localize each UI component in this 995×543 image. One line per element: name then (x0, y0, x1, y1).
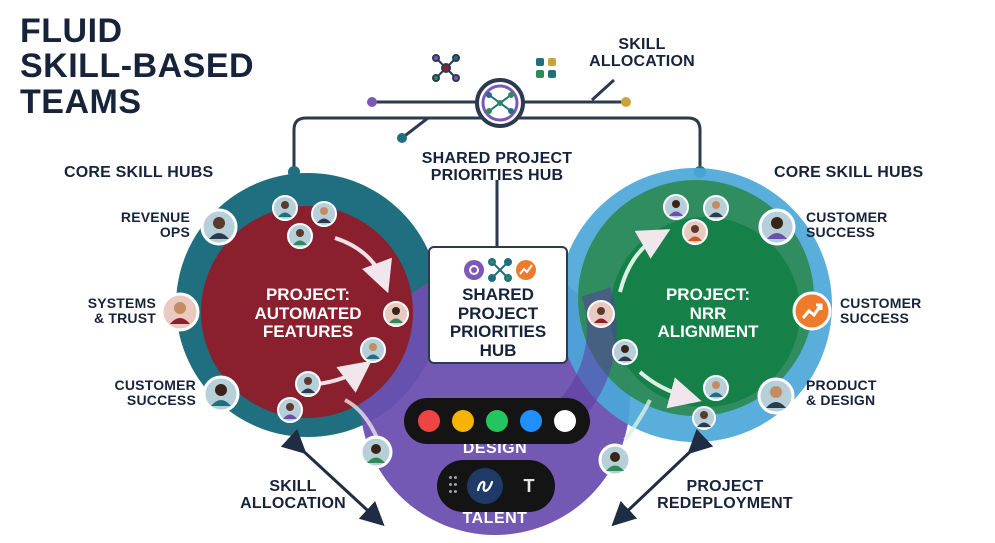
right-project-label: PROJECT: NRR ALIGNMENT (657, 285, 759, 342)
hub-growth-icon (516, 260, 536, 280)
core-skill-hubs-right-label: CORE SKILL HUBS (774, 164, 924, 181)
avatar (311, 201, 337, 227)
avatars (160, 194, 796, 477)
color-swatch-blue[interactable] (520, 410, 542, 432)
pen-squiggle-icon (476, 480, 494, 492)
systems-trust-label: SYSTEMS & TRUST (87, 295, 156, 327)
avatar (587, 300, 615, 328)
avatar (703, 375, 729, 401)
avatar (200, 208, 238, 246)
drawing-toolbar: T (437, 460, 555, 512)
grip-icon[interactable] (449, 476, 459, 496)
hub-link-icon (488, 258, 512, 282)
connector-node (621, 97, 631, 107)
shared-priorities-hub-card: SHARED PROJECT PRIORITIES HUB (428, 246, 568, 364)
avatar (663, 194, 689, 220)
skill-allocation-bottom-label: SKILL ALLOCATION (240, 478, 346, 513)
revenue-ops-label: REVENUE OPS (120, 209, 190, 241)
connector-node (367, 97, 377, 107)
connector-node (397, 133, 407, 143)
avatar (360, 337, 386, 363)
pen-tool-button[interactable] (467, 468, 503, 504)
network-icon-left (432, 54, 460, 82)
skill-allocation-top-label: SKILL ALLOCATION (589, 36, 695, 71)
color-swatch-green[interactable] (486, 410, 508, 432)
product-design-label: PRODUCT & DESIGN (806, 377, 877, 409)
color-swatch-white[interactable] (554, 410, 576, 432)
color-swatch-red[interactable] (418, 410, 440, 432)
hub-network-icon (464, 260, 484, 280)
avatar (612, 339, 638, 365)
design-label: DESIGN (462, 440, 528, 457)
title-line: SKILL-BASED (20, 47, 255, 86)
color-palette-toolbar (404, 398, 590, 444)
avatar (272, 195, 298, 221)
flow-arrow (618, 229, 671, 293)
title-line: TEAMS (20, 82, 142, 121)
flow-arrow (638, 370, 702, 409)
avatar (295, 371, 321, 397)
text-tool-button[interactable]: T (523, 476, 535, 496)
avatar (359, 435, 393, 469)
project-redeployment-label: PROJECT REDEPLOYMENT (657, 478, 793, 513)
core-skill-hubs-left-label: CORE SKILL HUBS (64, 164, 214, 181)
page-title: FLUID SKILL-BASED TEAMS (20, 12, 255, 121)
avatar (757, 377, 795, 415)
project-redeployment-arrow (611, 428, 714, 527)
avatar (383, 301, 409, 327)
grid-icon-right (536, 58, 556, 78)
right-customer-success-label-1: CUSTOMER SUCCESS (806, 209, 888, 241)
flow-arrow (334, 236, 392, 294)
avatar (682, 219, 708, 245)
left-project-label: PROJECT: AUTOMATED FEATURES (254, 285, 362, 342)
avatar (202, 375, 240, 413)
title-line: FLUID (20, 12, 123, 50)
left-customer-success-label: CUSTOMER SUCCESS (114, 377, 196, 409)
skill-allocation-arrow (280, 429, 385, 527)
avatar (160, 292, 200, 332)
hub-card-text: SHARED PROJECT PRIORITIES HUB (449, 285, 547, 361)
hub-card-icons (464, 258, 536, 282)
right-customer-success-label-2: CUSTOMER SUCCESS (840, 295, 922, 327)
shared-hub-top-label: SHARED PROJECT PRIORITIES HUB (421, 150, 573, 185)
avatar (692, 406, 716, 430)
right-project-core (610, 217, 800, 407)
color-swatch-yellow[interactable] (452, 410, 474, 432)
growth-chart-icon (792, 291, 832, 331)
avatar (287, 223, 313, 249)
flow-arrow (317, 360, 372, 393)
top-hub-network-icon (475, 78, 525, 128)
talent-label: TALENT (462, 510, 528, 527)
avatar (703, 195, 729, 221)
avatar (277, 397, 303, 423)
avatar (598, 443, 632, 477)
avatar (758, 208, 796, 246)
